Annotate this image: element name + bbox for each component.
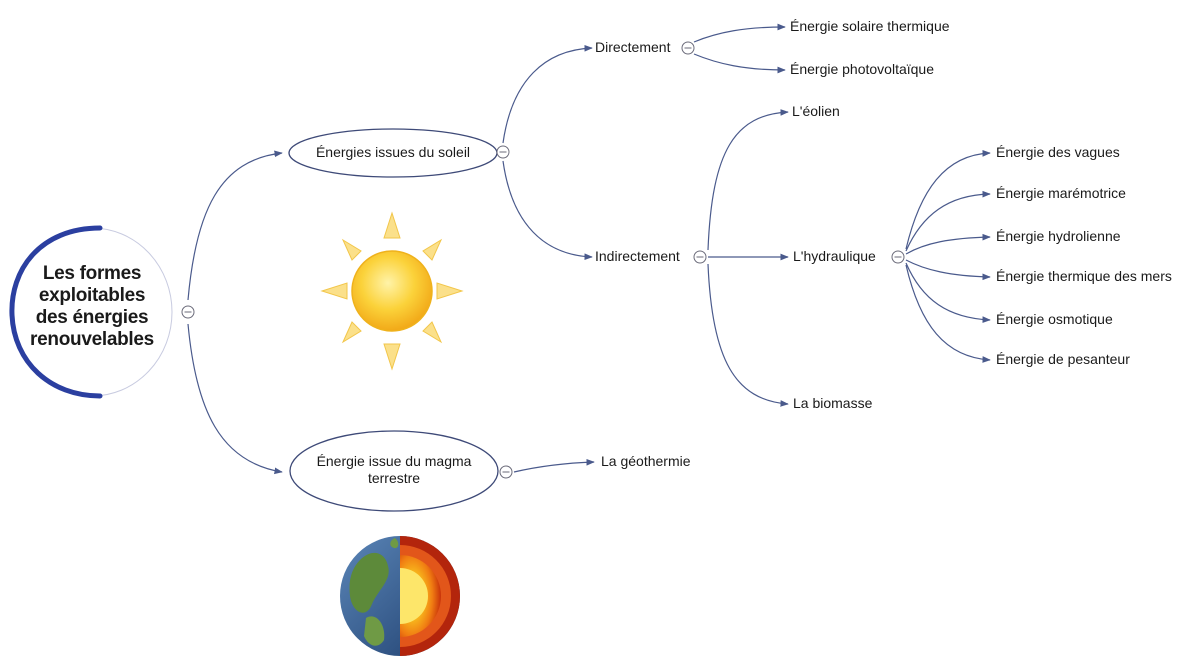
- branch-soleil-label[interactable]: Énergies issues du soleil: [315, 144, 471, 160]
- node-solaire-thermique[interactable]: Énergie solaire thermique: [790, 18, 950, 34]
- root-title-line: Les formes: [42, 263, 142, 284]
- connector-direct-thermique: [693, 23, 786, 43]
- collapse-minus-icon[interactable]: [496, 145, 510, 159]
- connector-hydro-hydrolienne: [905, 233, 991, 255]
- node-hydrolienne[interactable]: Énergie hydrolienne: [996, 228, 1121, 244]
- collapse-minus-icon[interactable]: [181, 305, 195, 319]
- earth-core-icon: [340, 536, 460, 656]
- branch-magma-line: terrestre: [367, 470, 421, 486]
- node-directement[interactable]: Directement: [595, 39, 671, 55]
- connector-indirect-eolien: [707, 109, 789, 251]
- connector-magma-geothermie: [513, 458, 595, 473]
- node-thermique-mers[interactable]: Énergie thermique des mers: [996, 268, 1172, 284]
- sun-icon: [320, 211, 464, 371]
- node-geothermie[interactable]: La géothermie: [601, 453, 691, 469]
- connector-indirect-biomasse: [707, 263, 789, 407]
- collapse-minus-icon[interactable]: [499, 465, 513, 479]
- collapse-minus-icon[interactable]: [891, 250, 905, 264]
- root-title-line: exploitables: [38, 285, 146, 306]
- node-osmotique[interactable]: Énergie osmotique: [996, 311, 1113, 327]
- root-node[interactable]: [9, 225, 173, 399]
- node-vagues[interactable]: Énergie des vagues: [996, 144, 1120, 160]
- connector-hydro-osmotique: [905, 262, 991, 323]
- oval-magma[interactable]: [289, 430, 499, 512]
- connector-hydro-pesanteur: [905, 264, 991, 363]
- root-title-line: des énergies: [35, 307, 149, 328]
- root-title-line: renouvelables: [30, 329, 154, 350]
- connector-hydro-vagues: [905, 149, 991, 250]
- node-eolien[interactable]: L'éolien: [792, 103, 840, 119]
- node-maremotrice[interactable]: Énergie marémotrice: [996, 185, 1126, 201]
- branch-magma-label[interactable]: Énergie issue du magma terrestre: [295, 453, 493, 487]
- connector-hydro-thermique: [905, 259, 991, 281]
- connector-root-soleil: [187, 150, 283, 301]
- connector-root-magma: [187, 323, 283, 475]
- node-pesanteur[interactable]: Énergie de pesanteur: [996, 351, 1130, 367]
- node-biomasse[interactable]: La biomasse: [793, 395, 873, 411]
- connector-hydro-maremotrice: [905, 190, 991, 252]
- connector-soleil-indirect: [502, 160, 593, 261]
- connector-lines: [187, 23, 991, 475]
- connector-soleil-direct: [502, 44, 593, 144]
- root-title: Les formes exploitables des énergies ren…: [22, 263, 162, 351]
- node-photovoltaique[interactable]: Énergie photovoltaïque: [790, 61, 934, 77]
- branch-magma-line: Énergie issue du magma: [316, 453, 472, 469]
- collapse-minus-icon[interactable]: [693, 250, 707, 264]
- node-indirectement[interactable]: Indirectement: [595, 248, 680, 264]
- node-hydraulique[interactable]: L'hydraulique: [793, 248, 876, 264]
- collapse-minus-icon[interactable]: [681, 41, 695, 55]
- connector-direct-photo: [693, 53, 786, 74]
